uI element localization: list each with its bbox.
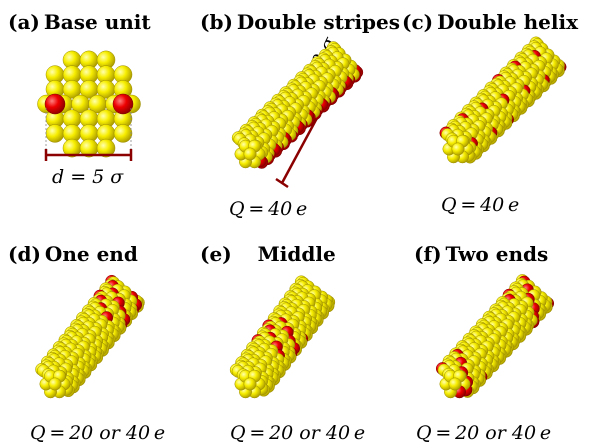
rod-double-stripes — [231, 41, 364, 169]
diameter-dimension-line — [44, 108, 133, 161]
panel-e-label: (e) Middle — [200, 244, 336, 264]
panel-d-tag: (d) — [8, 242, 41, 266]
neutral-bead — [448, 377, 462, 391]
panel-d-title: One end — [44, 242, 138, 266]
charged-bead — [112, 93, 134, 115]
diameter-annotation: d = 5 σ — [52, 166, 124, 188]
neutral-bead — [48, 377, 62, 391]
panel-a-title: Base unit — [43, 10, 151, 34]
base-unit-cross-section — [37, 50, 141, 158]
neutral-bead — [113, 124, 133, 143]
rod-two-ends — [435, 274, 555, 399]
panel-e-tag: (e) — [200, 242, 232, 266]
panel-b-label: (b)Double stripes — [200, 12, 400, 32]
panel-e-charge: Q = 20 or 40 e — [230, 422, 366, 444]
rod-middle — [229, 275, 336, 399]
panel-c-tag: (c) — [402, 10, 434, 34]
neutral-bead — [451, 142, 465, 156]
panel-c-title: Double helix — [437, 10, 578, 34]
panel-c-charge: Q = 40 e — [441, 194, 520, 216]
panel-f-label: (f)Two ends — [414, 244, 548, 264]
panel-b-title: Double stripes — [236, 10, 401, 34]
rod-double-helix — [439, 36, 567, 164]
rod-one-end — [35, 274, 145, 399]
panel-b-charge: Q = 40 e — [229, 198, 308, 220]
panel-d-charge: Q = 20 or 40 e — [30, 422, 166, 444]
neutral-bead — [96, 138, 116, 158]
panel-d-label: (d)One end — [8, 244, 138, 264]
panel-a-label: (a)Base unit — [8, 12, 151, 32]
panel-f-charge: Q = 20 or 40 e — [416, 422, 552, 444]
neutral-bead — [45, 124, 65, 143]
neutral-bead — [243, 147, 257, 161]
panel-f-title: Two ends — [445, 242, 549, 266]
neutral-bead — [243, 377, 257, 391]
panel-b-tag: (b) — [200, 10, 233, 34]
panel-a-tag: (a) — [8, 10, 40, 34]
panel-c-label: (c)Double helix — [402, 12, 578, 32]
charged-bead — [44, 93, 66, 115]
panel-f-tag: (f) — [414, 242, 442, 266]
panel-e-title: Middle — [257, 242, 336, 266]
